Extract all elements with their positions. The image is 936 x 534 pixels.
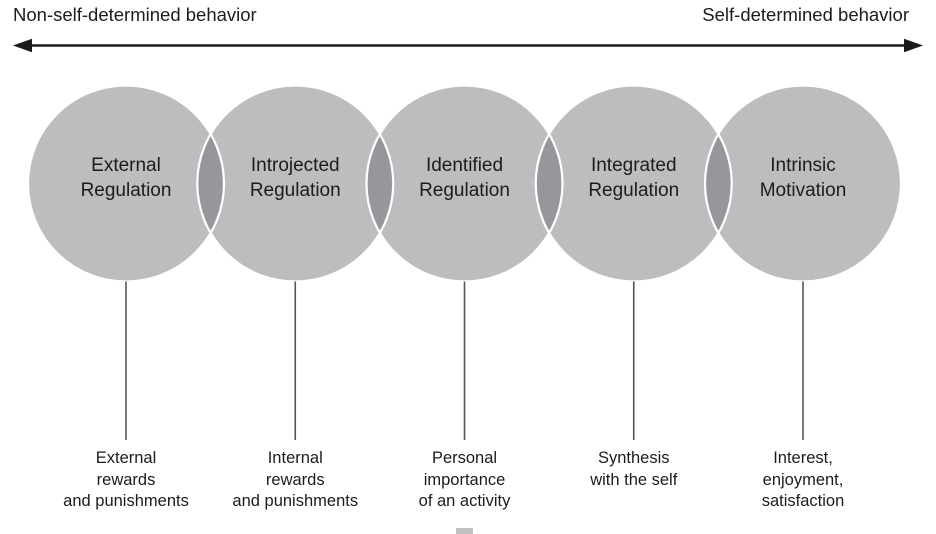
circle-introjected-regulation	[197, 85, 394, 282]
circle-identified-regulation	[366, 85, 563, 282]
description-line: with the self	[590, 470, 678, 489]
circle-label-line: Intrinsic	[770, 155, 836, 176]
circle-external-regulation	[28, 85, 224, 282]
circle-label-line: Regulation	[80, 180, 172, 201]
description-external-regulation: External rewards and punishments	[41, 448, 211, 513]
circle-integrated-regulation	[535, 85, 732, 282]
circle-label-intrinsic-motivation: Intrinsic Motivation	[723, 153, 883, 203]
circle-label-line: Identified	[425, 155, 504, 176]
circle-label-identified-regulation: Identified Regulation	[385, 153, 545, 203]
circle-label-line: Integrated	[590, 155, 677, 176]
description-line: Internal	[267, 449, 323, 467]
description-line: Interest,	[773, 449, 833, 467]
description-line: Personal	[431, 449, 498, 467]
left-arrowhead-icon	[13, 38, 32, 53]
description-line: enjoyment,	[762, 470, 844, 489]
description-line: rewards	[96, 470, 156, 489]
description-line: importance	[423, 470, 506, 489]
right-arrowhead-icon	[904, 38, 923, 53]
description-integrated-regulation: Synthesis with the self	[549, 448, 719, 491]
circle-label-line: Regulation	[419, 180, 510, 201]
circle-label-line: Regulation	[588, 180, 680, 201]
circle-label-external-regulation: External Regulation	[46, 153, 206, 203]
description-introjected-regulation: Internal rewards and punishments	[210, 448, 380, 513]
description-intrinsic-motivation: Interest, enjoyment, satisfaction	[718, 448, 888, 513]
cropped-bottom-artifact	[456, 528, 473, 534]
description-line: and punishments	[63, 492, 189, 510]
self-determined-label: Self-determined behavior	[702, 4, 909, 25]
description-line: satisfaction	[761, 492, 845, 510]
description-line: of an activity	[418, 492, 511, 510]
circle-label-line: Regulation	[249, 180, 341, 201]
description-identified-regulation: Personal importance of an activity	[380, 448, 550, 513]
description-line: and punishments	[232, 492, 359, 510]
non-self-determined-label: Non-self-determined behavior	[13, 4, 257, 25]
circle-label-line: Introjected	[250, 155, 340, 176]
circle-label-line: External	[91, 155, 161, 176]
circle-label-introjected-regulation: Introjected Regulation	[215, 153, 375, 203]
description-line: Synthesis	[597, 449, 670, 467]
description-line: External	[95, 449, 157, 467]
circle-label-line: Motivation	[759, 180, 847, 201]
circle-label-integrated-regulation: Integrated Regulation	[554, 153, 714, 203]
description-line: rewards	[265, 470, 325, 489]
circle-intrinsic-motivation	[705, 85, 901, 282]
